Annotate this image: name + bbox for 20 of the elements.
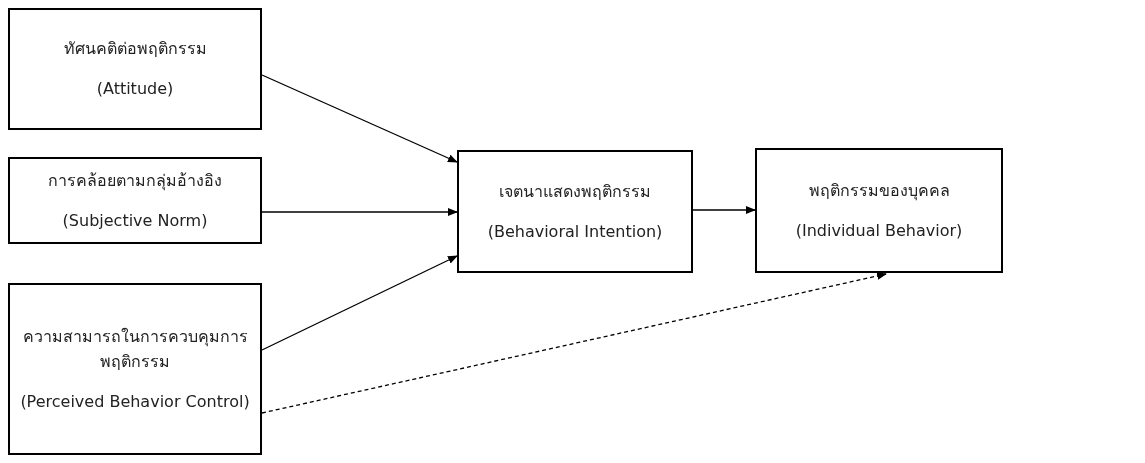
arrow xyxy=(261,272,887,414)
arrow xyxy=(261,208,458,216)
box-text: ทัศนคติต่อพฤติกรรม xyxy=(63,38,207,61)
box-text: (Individual Behavior) xyxy=(795,219,963,242)
text-box xyxy=(8,8,262,130)
box-text: พฤติกรรมของบุคคล xyxy=(808,179,950,203)
box-text: (Behavioral Intention) xyxy=(487,220,663,243)
text-box xyxy=(755,148,1003,273)
box-text: (Subjective Norm) xyxy=(62,209,208,232)
text-box xyxy=(8,157,262,244)
text-box xyxy=(8,283,262,455)
box-text: เจตนาแสดงพฤติกรรม xyxy=(499,180,651,203)
text-box xyxy=(457,150,693,273)
arrow xyxy=(692,206,756,214)
box-text: การคล้อยตามกลุ่มอ้างอิง xyxy=(48,169,222,193)
arrow xyxy=(261,74,458,163)
box-text: (Perceived Behavior Control) xyxy=(20,390,250,413)
box-text: (Attitude) xyxy=(96,78,174,100)
arrow xyxy=(261,255,458,351)
box-text: ความสามารถในการควบคุมการพฤติกรรม xyxy=(21,325,249,374)
